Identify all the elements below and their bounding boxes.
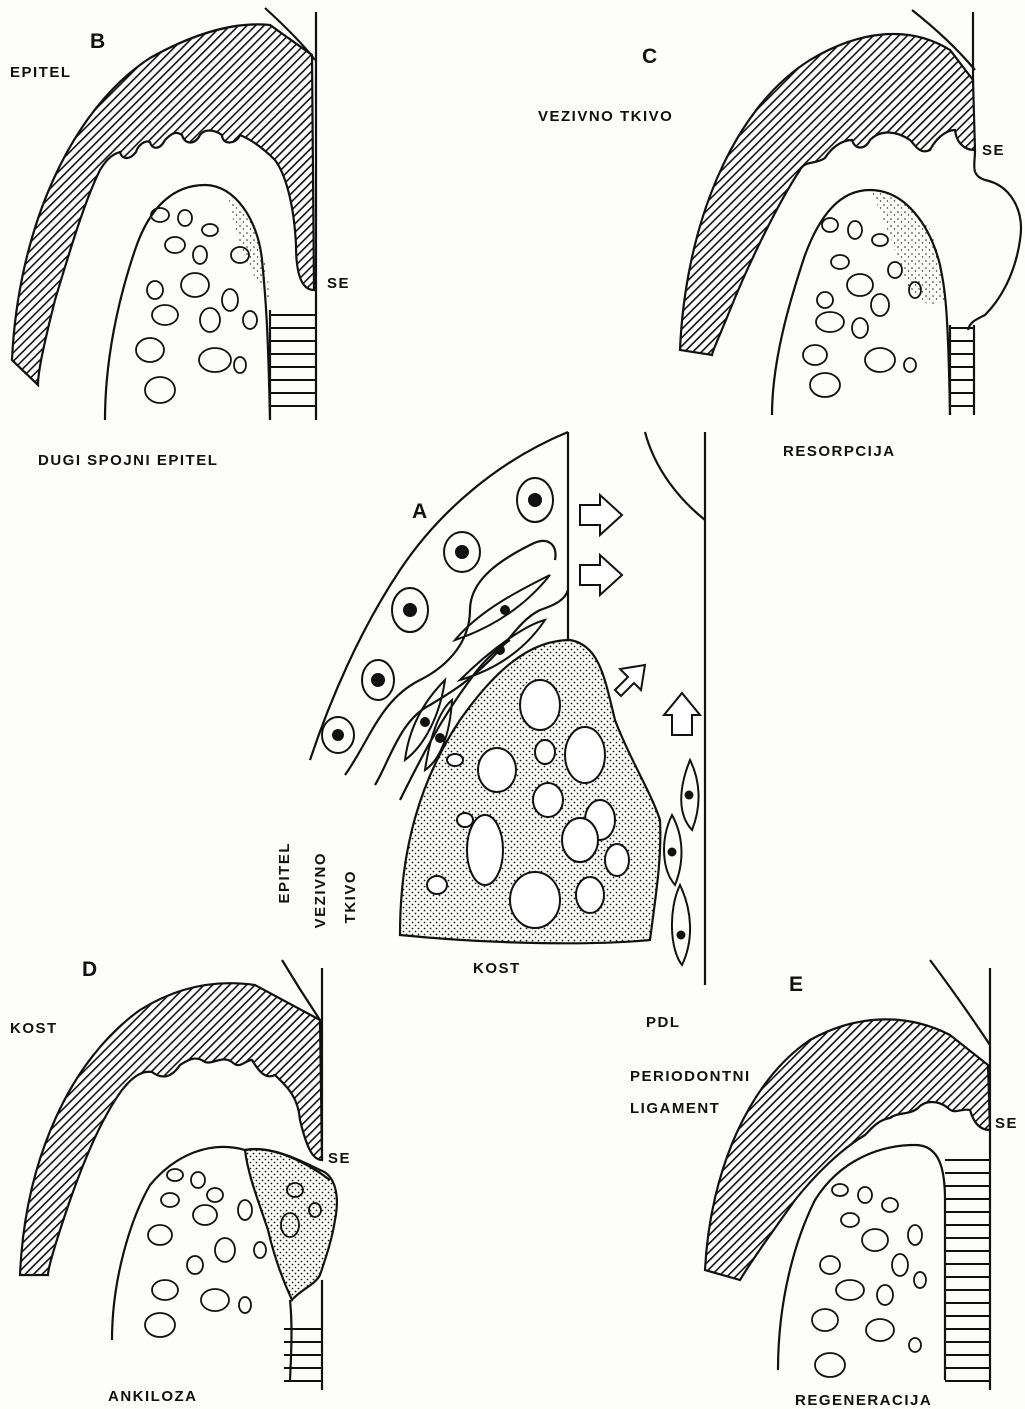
ankylosis-bone-d bbox=[245, 1149, 337, 1300]
panel-b-letter: B bbox=[90, 30, 105, 54]
panel-e-letter: E bbox=[789, 973, 803, 997]
panel-b-label: EPITEL bbox=[10, 64, 72, 81]
panel-e-label-line2: LIGAMENT bbox=[630, 1100, 720, 1117]
panel-d-label: KOST bbox=[10, 1020, 58, 1037]
panel-a-kost-label: KOST bbox=[473, 960, 521, 977]
panel-a-pdl-label: PDL bbox=[646, 1014, 681, 1031]
panel-b-se-label: SE bbox=[327, 275, 350, 292]
panel-d-caption: ANKILOZA bbox=[108, 1388, 198, 1405]
panel-b-caption: DUGI SPOJNI EPITEL bbox=[38, 452, 218, 469]
panel-a-vezivno-label: VEZIVNO bbox=[312, 852, 329, 928]
panel-d-letter: D bbox=[82, 958, 97, 982]
panel-a-tkivo-label: TKIVO bbox=[342, 870, 359, 923]
panel-d bbox=[20, 960, 337, 1390]
panel-c-label: VEZIVNO TKIVO bbox=[538, 108, 673, 125]
panel-a bbox=[310, 432, 705, 985]
panel-d-se-label: SE bbox=[328, 1150, 351, 1167]
panel-e-caption: REGENERACIJA bbox=[795, 1392, 932, 1409]
panel-e bbox=[705, 960, 990, 1390]
panel-e-se-label: SE bbox=[995, 1115, 1018, 1132]
panel-a-epitel-label: EPITEL bbox=[276, 842, 293, 904]
panel-c-se-label: SE bbox=[982, 142, 1005, 159]
panel-c bbox=[680, 10, 1021, 415]
panel-a-letter: A bbox=[412, 500, 427, 524]
panel-c-caption: RESORPCIJA bbox=[783, 443, 896, 460]
panel-e-label-line1: PERIODONTNI bbox=[630, 1068, 751, 1085]
resorption-outline-c bbox=[968, 150, 1021, 330]
pdl-cells-a bbox=[664, 760, 699, 965]
panel-c-letter: C bbox=[642, 45, 657, 69]
